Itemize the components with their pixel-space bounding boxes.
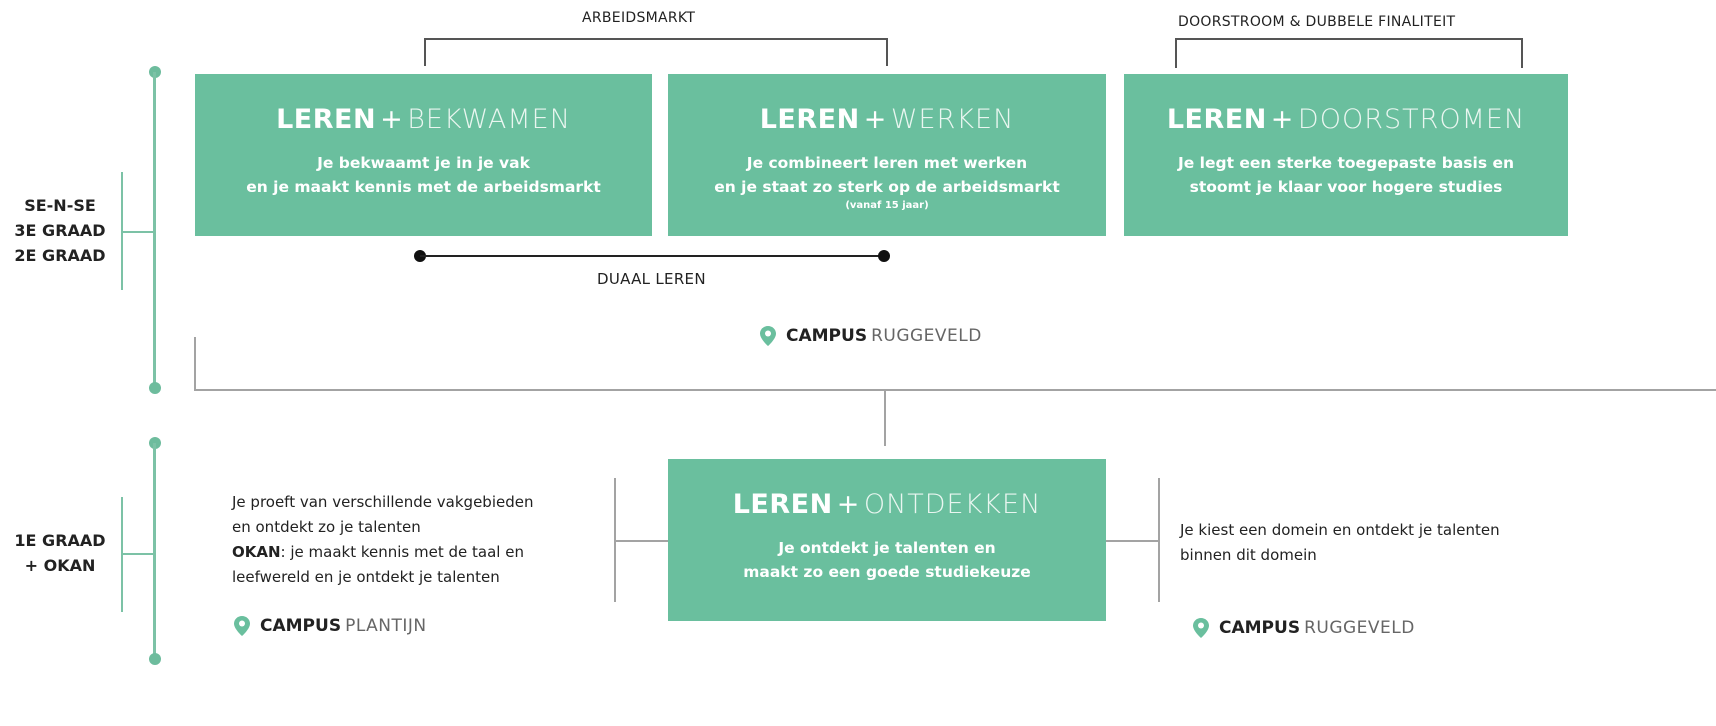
title-lead: LEREN [276, 104, 377, 135]
desc-line-1: Je combineert leren met werken [746, 154, 1028, 172]
connector-center-drop [884, 391, 886, 446]
level-line-upper [153, 72, 156, 388]
campus-label: CAMPUS [1219, 618, 1301, 638]
level-dot-bottom [149, 382, 161, 394]
box-title: LEREN+WERKEN [668, 104, 1106, 135]
location-pin-icon [234, 616, 250, 636]
box-description: Je combineert leren met werken en je sta… [668, 151, 1106, 213]
location-pin-icon [1193, 618, 1209, 638]
desc-line-1: Je legt een sterke toegepaste basis en [1178, 154, 1514, 172]
campus-name: PLANTIJN [345, 616, 427, 636]
left-line-3-rest: : je maakt kennis met de taal en [280, 543, 524, 561]
box-leren-werken: LEREN+WERKEN Je combineert leren met wer… [668, 74, 1106, 236]
box-description: Je bekwaamt je in je vak en je maakt ken… [195, 151, 652, 199]
right-line-2: binnen dit domein [1180, 546, 1317, 564]
connector-left-drop [194, 337, 196, 391]
campus-label: CAMPUS [260, 616, 342, 636]
connector-horizontal [194, 389, 1716, 391]
level-connector-lower [122, 553, 155, 555]
left-line-2: en ontdekt zo je talenten [232, 518, 421, 536]
duaal-dot-right [878, 250, 890, 262]
level-1e-graad: 1E GRAAD [14, 531, 106, 550]
desc-line-2: en je staat zo sterk op de arbeidsmarkt [714, 178, 1060, 196]
level-2e-graad: 2E GRAAD [14, 246, 106, 265]
box-leren-doorstromen: LEREN+DOORSTROMEN Je legt een sterke toe… [1124, 74, 1568, 236]
plus-icon: + [863, 104, 887, 135]
level-dot-bottom-lower [149, 653, 161, 665]
box-title: LEREN+DOORSTROMEN [1124, 104, 1568, 135]
desc-line-1: Je ontdekt je talenten en [778, 539, 996, 557]
left-line-1: Je proeft van verschillende vakgebieden [232, 493, 534, 511]
left-bracket-horizontal [614, 540, 668, 542]
title-tail: ONTDEKKEN [863, 489, 1042, 520]
group-label-arbeidsmarkt: ARBEIDSMARKT [582, 10, 696, 26]
okan-label: OKAN [232, 543, 281, 561]
left-line-4: leefwereld en je ontdekt je talenten [232, 568, 500, 586]
box-leren-ontdekken: LEREN+ONTDEKKEN Je ontdekt je talenten e… [668, 459, 1106, 621]
desc-line-2: stoomt je klaar voor hogere studies [1189, 178, 1503, 196]
group-label-doorstroom: DOORSTROOM & DUBBELE FINALITEIT [1178, 14, 1456, 30]
right-bracket-vertical [1158, 478, 1160, 602]
box-description: Je ontdekt je talenten en maakt zo een g… [668, 536, 1106, 584]
level-line-lower [153, 443, 156, 655]
level-se-n-se: SE-N-SE [24, 196, 96, 215]
left-description: Je proeft van verschillende vakgebieden … [232, 490, 602, 590]
title-lead: LEREN [732, 489, 833, 520]
box-description: Je legt een sterke toegepaste basis en s… [1124, 151, 1568, 199]
title-tail: WERKEN [890, 104, 1015, 135]
level-label-lower: 1E GRAAD + OKAN [10, 528, 110, 578]
title-lead: LEREN [759, 104, 860, 135]
level-okan: + OKAN [24, 556, 96, 575]
location-pin-icon [760, 326, 776, 346]
plus-icon: + [1270, 104, 1294, 135]
campus-name: RUGGEVELD [871, 326, 982, 346]
plus-icon: + [380, 104, 404, 135]
duaal-leren-label: DUAAL LEREN [597, 270, 706, 288]
bracket-arbeidsmarkt [424, 38, 888, 66]
desc-line-2: maakt zo een goede studiekeuze [743, 563, 1031, 581]
level-label-upper: SE-N-SE 3E GRAAD 2E GRAAD [10, 193, 110, 268]
plus-icon: + [836, 489, 860, 520]
box-title: LEREN+BEKWAMEN [195, 104, 652, 135]
right-bracket-horizontal [1106, 540, 1160, 542]
campus-plantijn: CAMPUS PLANTIJN [234, 616, 427, 636]
campus-ruggeveld-bottom: CAMPUS RUGGEVELD [1193, 618, 1415, 638]
left-line-3: OKAN: je maakt kennis met de taal en [232, 540, 602, 565]
desc-line-1: Je bekwaamt je in je vak [317, 154, 530, 172]
level-connector-upper [122, 231, 155, 233]
right-description: Je kiest een domein en ontdekt je talent… [1180, 518, 1580, 568]
desc-line-2: en je maakt kennis met de arbeidsmarkt [246, 178, 601, 196]
title-tail: DOORSTROMEN [1297, 104, 1526, 135]
title-tail: BEKWAMEN [407, 104, 571, 135]
box-title: LEREN+ONTDEKKEN [668, 489, 1106, 520]
campus-label: CAMPUS [786, 326, 868, 346]
box-leren-bekwamen: LEREN+BEKWAMEN Je bekwaamt je in je vak … [195, 74, 652, 236]
campus-main: CAMPUS RUGGEVELD [760, 326, 982, 346]
right-line-1: Je kiest een domein en ontdekt je talent… [1180, 521, 1500, 539]
title-lead: LEREN [1166, 104, 1267, 135]
bracket-doorstroom [1175, 38, 1523, 68]
desc-note: (vanaf 15 jaar) [845, 200, 929, 211]
duaal-line [420, 255, 884, 257]
campus-name: RUGGEVELD [1304, 618, 1415, 638]
level-3e-graad: 3E GRAAD [14, 221, 106, 240]
